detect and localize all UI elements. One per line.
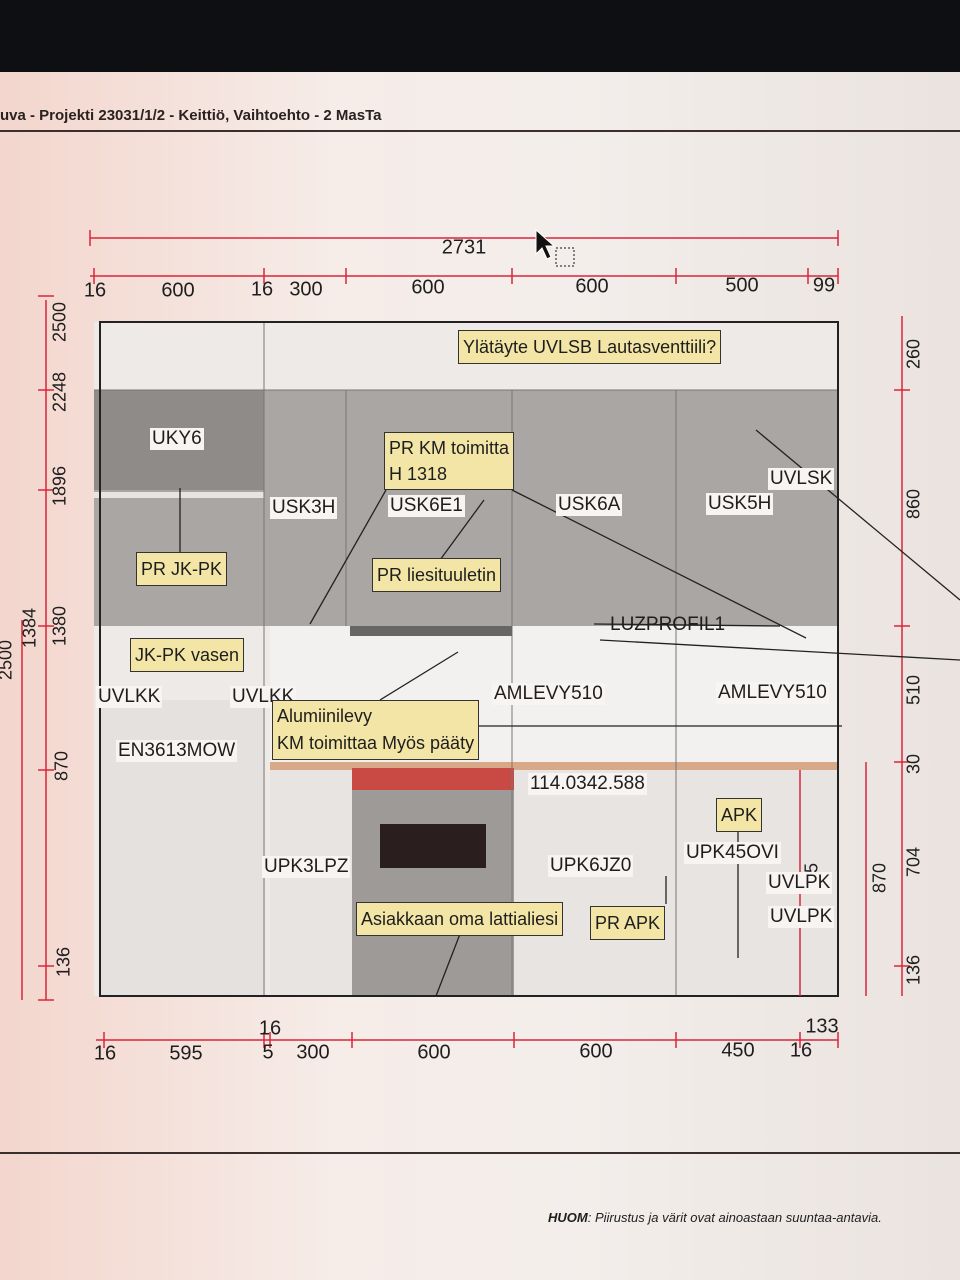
label-uvlpk-upper: UVLPK: [766, 872, 833, 894]
left-height-1380: 1380: [49, 605, 70, 647]
bottom-dim-5: 600: [417, 1041, 451, 1064]
top-dim-2: 600: [161, 279, 195, 302]
footer-text: : Piirustus ja värit ovat ainoastaan suu…: [587, 1210, 882, 1225]
right-height-860: 860: [903, 488, 924, 520]
right-height-260: 260: [903, 338, 924, 370]
left-height-136: 136: [53, 946, 74, 978]
right-dimension-lines: [799, 316, 910, 996]
note-alumiini: Alumiinilevy KM toimittaa Myös pääty: [272, 700, 480, 760]
left-height-2248: 2248: [49, 371, 70, 413]
left-outer-1384: 1384: [19, 607, 40, 649]
bottom-upper-dim-1: 16: [258, 1017, 282, 1040]
right-height-136: 136: [903, 954, 924, 986]
label-uvlpk-lower: UVLPK: [768, 906, 835, 928]
bottom-dim-2: 595: [169, 1042, 203, 1065]
left-height-870: 870: [51, 750, 72, 782]
right-height-510: 510: [903, 674, 924, 706]
left-height-1896: 1896: [49, 465, 70, 507]
label-luzprofil: LUZPROFIL1: [610, 614, 726, 635]
top-dim-4: 300: [289, 278, 323, 301]
bottom-dim-1: 16: [93, 1042, 117, 1065]
note-ylataye: Ylätäyte UVLSB Lautasventtiili?: [458, 330, 722, 364]
bottom-dim-3: 5: [262, 1041, 274, 1064]
label-amlevy-left: AMLEVY510: [492, 683, 605, 705]
leader-lines: [179, 429, 960, 997]
footer-huom: HUOM: [548, 1210, 588, 1225]
cabinet-dividers: [94, 322, 838, 996]
label-upk3lpz: UPK3LPZ: [262, 856, 351, 878]
left-outer-2500: 2500: [0, 639, 16, 681]
oven-window: [380, 824, 486, 868]
note-prkm-line2: H 1318: [389, 464, 448, 484]
bottom-dim-7: 450: [721, 1039, 755, 1062]
note-prapk: PR APK: [590, 906, 666, 940]
note-prkm-line1: PR KM toimitta: [389, 438, 510, 458]
drawing-frame: [99, 321, 839, 997]
top-dim-1: 16: [83, 279, 107, 302]
hood: [350, 626, 512, 636]
note-asiakkaan: Asiakkaan oma lattialiesi: [356, 902, 564, 936]
mouse-pointer-icon: [535, 228, 575, 267]
note-jkpk-vasen: JK-PK vasen: [130, 638, 245, 672]
label-upk45ovi: UPK45OVI: [684, 842, 781, 864]
oven-controls: [352, 768, 514, 790]
bottom-dim-6: 600: [579, 1040, 613, 1063]
bottom-upper-dim-2: 133: [805, 1015, 839, 1038]
oven: [352, 768, 514, 996]
bottom-dim-4: 300: [296, 1041, 330, 1064]
note-prjkpk: PR JK-PK: [136, 552, 228, 586]
bottom-dim-8: 16: [789, 1039, 813, 1062]
label-uvlsk: UVLSK: [768, 468, 835, 490]
top-dim-8: 99: [812, 274, 836, 297]
left-dimension-lines: [21, 295, 54, 1001]
cabinet-shelf: [94, 492, 264, 498]
right-height-30: 30: [903, 753, 924, 775]
window-title: uva - Projekti 23031/1/2 - Keittiö, Vaih…: [0, 106, 382, 124]
label-upk6jz0: UPK6JZ0: [548, 855, 634, 877]
total-width-dimension: 2731: [441, 236, 487, 259]
bottom-dimension-lines: [96, 1032, 839, 1048]
worktop: [270, 762, 838, 770]
label-amlevy-right: AMLEVY510: [716, 682, 829, 704]
label-usk6a: USK6A: [556, 494, 623, 516]
label-usk5h: USK5H: [706, 493, 774, 515]
top-dimension-lines: [89, 230, 839, 284]
top-dim-5: 600: [411, 276, 445, 299]
note-prkm: PR KM toimitta H 1318: [384, 432, 515, 490]
note-alumiini-line2: KM toimittaa Myös pääty: [277, 733, 475, 753]
right-outer-870: 870: [869, 862, 890, 894]
note-prliesi: PR liesituuletin: [372, 558, 502, 592]
label-en3613mow: EN3613MOW: [116, 740, 238, 762]
note-apk: APK: [716, 798, 763, 832]
label-product-code: 114.0342.588: [528, 773, 647, 795]
label-usk3h: USK3H: [270, 497, 338, 519]
top-dim-6: 600: [575, 275, 609, 298]
window-titlebar: uva - Projekti 23031/1/2 - Keittiö, Vaih…: [0, 100, 960, 132]
label-uky6: UKY6: [150, 428, 204, 450]
right-height-704: 704: [903, 846, 924, 878]
top-dim-7: 500: [725, 274, 759, 297]
note-alumiini-line1: Alumiinilevy: [277, 706, 373, 726]
label-usk6e1: USK6E1: [388, 495, 465, 517]
label-uvlkk-left: UVLKK: [96, 686, 163, 708]
bottom-rule: [0, 1152, 960, 1154]
top-dim-3: 16: [250, 278, 274, 301]
footer-note: HUOM: Piirustus ja värit ovat ainoastaan…: [548, 1210, 882, 1225]
left-height-2500: 2500: [49, 301, 70, 343]
